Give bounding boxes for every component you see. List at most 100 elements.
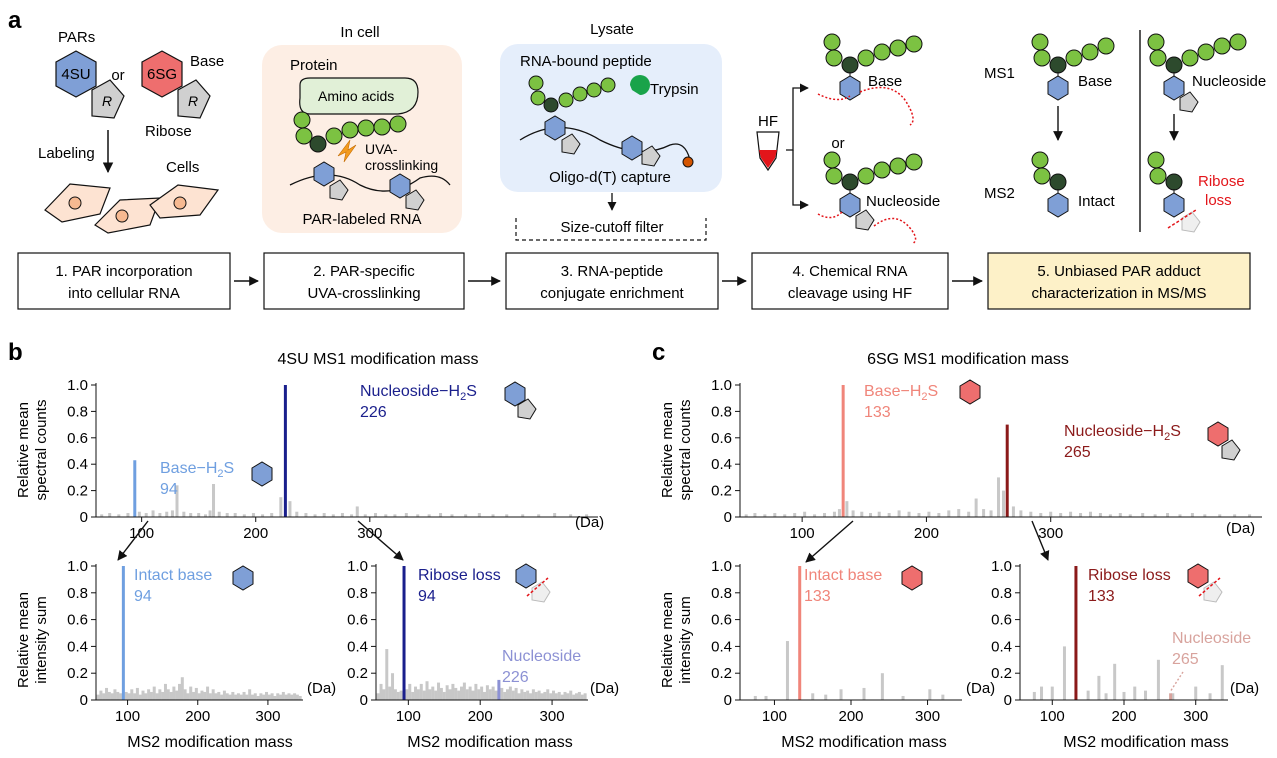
ms2-ribose-loss-structure <box>1147 151 1201 233</box>
background-bar <box>119 693 123 700</box>
y-tick-label: 0 <box>724 509 732 526</box>
background-bar <box>521 514 525 517</box>
background-bar <box>212 484 216 517</box>
ribose-pentagon-icon <box>405 189 425 211</box>
background-bar <box>813 514 817 517</box>
background-bar <box>251 513 255 517</box>
background-bar <box>483 691 487 700</box>
background-bar <box>553 513 557 517</box>
background-bar <box>1062 646 1066 700</box>
background-bar <box>203 691 207 700</box>
zoom-arrow <box>805 520 854 563</box>
x-tick-label: 200 <box>1111 708 1136 725</box>
background-bar <box>511 690 515 700</box>
lysate-title: Lysate <box>590 21 634 38</box>
y-tick-label: 0.4 <box>711 638 732 655</box>
background-bar <box>546 689 550 700</box>
background-bar <box>488 689 492 700</box>
highlight-bar <box>1169 693 1173 700</box>
highlight-bar <box>283 385 287 517</box>
background-bar <box>520 689 524 700</box>
ms-intact-label: Intact <box>1078 193 1116 210</box>
background-bar <box>549 693 553 700</box>
background-bar <box>569 690 573 700</box>
background-bar <box>214 693 218 700</box>
cells-illustration <box>44 183 220 234</box>
background-bar <box>552 690 556 700</box>
background-bar <box>1019 510 1023 517</box>
b-bl-unit: (Da) <box>307 680 336 697</box>
background-bar <box>393 689 397 700</box>
nucleoside-frag-label: Nucleoside <box>866 193 940 210</box>
in-cell-title: In cell <box>340 24 379 41</box>
background-bar <box>465 689 469 700</box>
step-5: 5. Unbiased PAR adduct characterization … <box>987 252 1251 310</box>
background-bar <box>290 694 294 700</box>
background-bar <box>445 685 449 700</box>
or-label: or <box>111 67 124 84</box>
background-bar <box>439 513 443 517</box>
background-bar <box>1171 693 1175 700</box>
background-bar <box>117 514 121 517</box>
hexagon-4su-icon <box>55 50 97 98</box>
background-bar <box>151 510 155 517</box>
background-bar <box>288 501 292 517</box>
svg-text:4. Chemical RNA: 4. Chemical RNA <box>792 263 907 280</box>
background-bar <box>287 693 291 700</box>
x-tick-label: 100 <box>115 708 140 725</box>
background-bar <box>141 690 145 700</box>
step-4: 4. Chemical RNA cleavage using HF <box>751 252 949 310</box>
ribose-pentagon-icon <box>1221 439 1241 461</box>
panel-b-title: 4SU MS1 modification mass <box>278 351 479 368</box>
background-bar <box>477 513 481 517</box>
background-bar <box>577 691 581 700</box>
background-bar <box>877 511 881 517</box>
x-tick-label: 300 <box>255 708 280 725</box>
zoom-arrow <box>117 520 149 561</box>
background-bar <box>405 689 409 700</box>
base-hex-icon <box>251 461 273 487</box>
background-bar <box>869 513 872 517</box>
background-bar <box>384 514 388 517</box>
background-bar <box>313 514 317 517</box>
background-bar <box>462 682 466 700</box>
x-tick-label: 200 <box>185 708 210 725</box>
uva-label-1: UVA- <box>365 141 398 157</box>
svg-text:UVA-crosslinking: UVA-crosslinking <box>307 285 420 302</box>
y-tick-label: 0.8 <box>711 403 732 420</box>
base-fragment <box>817 33 923 126</box>
y-tick-label: 0.4 <box>67 638 88 655</box>
background-bar <box>110 693 114 700</box>
background-bar <box>152 686 156 700</box>
background-bar <box>534 691 538 700</box>
background-bar <box>1153 514 1157 517</box>
background-bar <box>1040 686 1044 700</box>
background-bar <box>947 510 951 517</box>
background-bar <box>1104 693 1108 700</box>
background-bar <box>183 689 187 700</box>
background-bar <box>231 691 235 700</box>
background-bar <box>222 690 226 700</box>
b-ann-intact: Intact base <box>134 567 212 584</box>
background-bar <box>396 691 400 700</box>
background-bar <box>566 693 570 700</box>
background-bar <box>379 683 383 700</box>
ribose-pentagon-icon <box>91 79 125 119</box>
c-bl-xlabel: MS2 modification mass <box>781 734 946 751</box>
background-bar <box>1218 514 1222 517</box>
hf-arrow-up <box>786 83 809 151</box>
background-bar <box>1011 506 1015 517</box>
background-bar <box>437 682 441 700</box>
c-br-xlabel: MS2 modification mass <box>1063 734 1228 751</box>
background-bar <box>537 514 541 517</box>
background-bar <box>113 689 117 700</box>
uva-lightning-icon <box>337 139 357 163</box>
c-ann-nucleoside-value: 265 <box>1172 651 1199 668</box>
background-bar <box>428 689 432 700</box>
background-bar <box>225 513 229 517</box>
ms-base-label: Base <box>1078 73 1112 90</box>
